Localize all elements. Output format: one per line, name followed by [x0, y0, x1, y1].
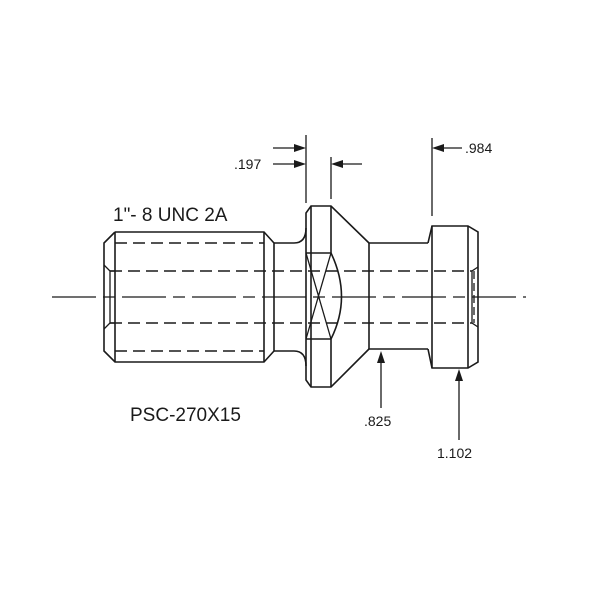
dimension-label-head-length: .984 — [465, 140, 492, 156]
flange — [305, 205, 370, 388]
thread-spec-label: 1"- 8 UNC 2A — [113, 205, 228, 226]
dimension-label-head-diameter: 1.102 — [437, 445, 472, 461]
dimension-label-flange-width: .197 — [234, 156, 261, 172]
neck-body — [368, 242, 428, 350]
dimension-flange-width: .197 — [234, 135, 362, 203]
part-number-label: PSC-270X15 — [130, 405, 241, 426]
dimension-neck-diameter: .825 — [364, 351, 391, 429]
dimension-head-diameter: 1.102 — [437, 369, 472, 461]
dimension-head-length: .984 — [431, 138, 492, 216]
head — [427, 225, 479, 369]
dimension-label-neck-diameter: .825 — [364, 413, 391, 429]
